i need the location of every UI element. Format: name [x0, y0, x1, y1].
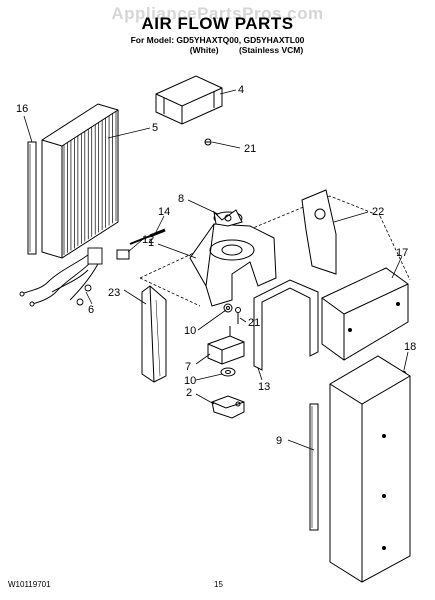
callout-13: 13	[258, 381, 270, 393]
part-wire-harness	[19, 247, 103, 307]
part-panel-strip	[309, 403, 319, 531]
callout-4: 4	[238, 84, 244, 96]
callout-5: 5	[152, 122, 158, 134]
part-fan-blade	[213, 209, 243, 227]
callout-2: 2	[186, 387, 192, 399]
callout-1: 1	[148, 237, 154, 249]
page-number: 15	[214, 580, 223, 589]
part-grommet	[220, 367, 236, 377]
callout-21-lower: 21	[248, 317, 260, 329]
callout-21-upper: 21	[244, 143, 256, 155]
callout-16: 16	[16, 103, 28, 115]
callout-14: 14	[158, 206, 170, 218]
callout-10-upper: 10	[184, 325, 196, 337]
part-fasteners-upper	[223, 303, 241, 324]
part-fan-motor	[207, 326, 245, 365]
part-screw	[204, 138, 212, 146]
variant-white: (White)	[189, 45, 219, 55]
part-grille	[41, 103, 119, 259]
model-line: For Model: GD5YHAXTQ00, GD5YHAXTL00	[130, 35, 305, 45]
part-strip	[27, 141, 37, 255]
part-bridge-bracket	[155, 75, 223, 125]
callout-17: 17	[396, 247, 408, 259]
part-rod	[129, 228, 166, 245]
callout-18: 18	[404, 341, 416, 353]
part-air-duct	[189, 223, 277, 307]
callout-23: 23	[108, 287, 120, 299]
model-info: For Model: GD5YHAXTQ00, GD5YHAXTL00 (Whi…	[0, 35, 435, 55]
variant-row: (White) (Stainless VCM)	[0, 45, 435, 55]
part-top-cover	[321, 267, 409, 361]
part-rear-panel	[329, 355, 411, 583]
callout-9: 9	[276, 435, 282, 447]
part-side-bracket	[301, 189, 337, 275]
watermark-text: AppliancePartsPros.com	[111, 4, 324, 23]
callout-7: 7	[185, 361, 191, 373]
part-motor-bracket	[211, 395, 245, 419]
part-u-channel	[253, 279, 319, 371]
callout-12: 12	[142, 234, 154, 246]
leader-lines	[23, 89, 409, 451]
part-foam-insulator	[141, 285, 167, 383]
document-number: W10119701	[8, 580, 51, 589]
callout-10-lower: 10	[184, 375, 196, 387]
assembly-outline	[139, 195, 411, 307]
callout-6: 6	[88, 304, 94, 316]
part-connector	[116, 249, 130, 260]
variant-stainless: (Stainless VCM)	[238, 45, 304, 55]
page-title: AIR FLOW PARTS	[141, 14, 294, 33]
callout-labels: 16 5 4 21 8 14 22 12 1 17 23 6 10 21 7 1…	[16, 84, 416, 447]
callout-8: 8	[178, 193, 184, 205]
callout-22: 22	[372, 206, 384, 218]
